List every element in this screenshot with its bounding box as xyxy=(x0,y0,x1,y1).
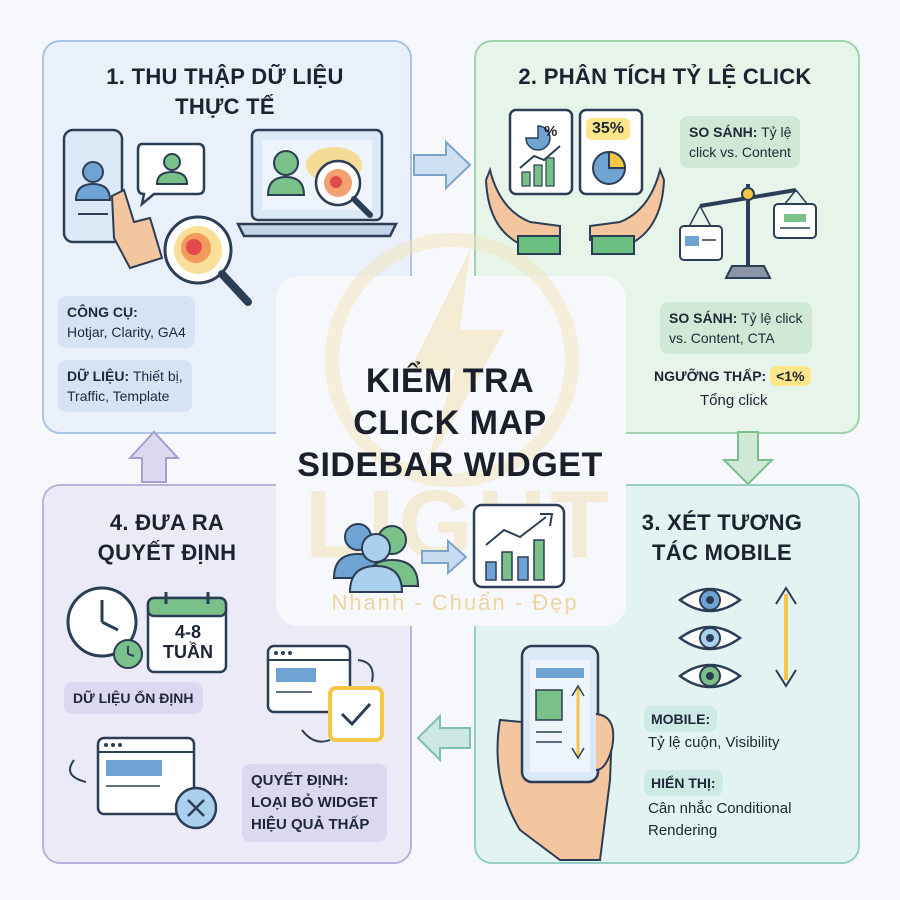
step4-decision-line2: LOẠI BỎ WIDGET xyxy=(251,794,378,811)
heatmap-magnifier-icon xyxy=(163,215,252,306)
center-title-line2: CLICK MAP xyxy=(353,404,547,442)
step4-decision-line3: HIỆU QUẢ THẤP xyxy=(251,816,370,833)
clock-icon xyxy=(66,586,143,669)
eye-icon-2 xyxy=(677,625,743,651)
percent-icon-text: % xyxy=(544,123,557,140)
step1-tools-tag: CÔNG CỤ: Hotjar, Clarity, GA4 xyxy=(58,296,195,348)
arrow-right-icon xyxy=(421,538,468,576)
step2-compare2-tag: SO SÁNH: Tỷ lệ click vs. Content, CTA xyxy=(660,302,812,354)
step1-tools-label: CÔNG CỤ: xyxy=(67,304,138,320)
users-icon xyxy=(332,523,420,593)
calendar-line1: 4-8 xyxy=(174,622,201,642)
step1-tools-value: Hotjar, Clarity, GA4 xyxy=(67,324,186,340)
step2-compare2-label: SO SÁNH: xyxy=(669,310,738,326)
step4-decision-tag: QUYẾT ĐỊNH: LOẠI BỎ WIDGET HIỆU QUẢ THẤP xyxy=(242,764,387,842)
step3-mobile-label-tag: MOBILE: xyxy=(644,706,718,732)
calendar-text: 4-8 TUẦN xyxy=(152,622,224,662)
step3-display-label-tag: HIỂN THỊ: xyxy=(644,770,723,796)
watermark-slogan: Nhanh - Chuẩn - Đẹp xyxy=(331,590,579,615)
step3-mobile-label: MOBILE: xyxy=(651,711,711,727)
step3-display-label: HIỂN THỊ: xyxy=(651,775,716,791)
step3-title-line2: TÁC MOBILE xyxy=(652,540,792,565)
percent-badge: 35% xyxy=(586,118,631,140)
phone-icon xyxy=(62,128,124,244)
step3-display-value2: Rendering xyxy=(648,822,718,839)
step3-title-line1: 3. XÉT TƯƠNG xyxy=(641,510,803,535)
step3-mobile-value: Tỷ lệ cuộn, Visibility xyxy=(648,734,780,751)
balance-scale-icon xyxy=(679,184,817,279)
step1-data-value2: Traffic, Template xyxy=(67,388,170,404)
calendar-line2: TUẦN xyxy=(163,642,213,662)
step1-title: 1. THU THẬP DỮ LIỆU THỰC TẾ xyxy=(60,62,390,122)
step2-threshold-sub: Tổng click xyxy=(700,392,768,409)
step3-title: 3. XÉT TƯƠNG TÁC MOBILE xyxy=(600,508,844,568)
center-title: KIỂM TRA CLICK MAP SIDEBAR WIDGET xyxy=(290,360,610,486)
step1-title-line2: THỰC TẾ xyxy=(175,94,275,119)
step4-title-line1: 4. ĐƯA RA xyxy=(109,510,225,535)
step1-data-label: DỮ LIỆU: xyxy=(67,368,130,384)
pointing-hand-icon xyxy=(110,188,164,270)
step1-title-line1: 1. THU THẬP DỮ LIỆU xyxy=(106,64,344,89)
step2-compare1-label: SO SÁNH: xyxy=(689,124,758,140)
browser-remove-icon xyxy=(69,736,218,830)
step1-data-tag: DỮ LIỆU: Thiết bị, Traffic, Template xyxy=(58,360,192,412)
eye-icon-1 xyxy=(677,587,743,613)
step2-compare1-value1: Tỷ lệ xyxy=(761,124,792,140)
step1-data-value1: Thiết bị, xyxy=(132,368,183,384)
step4-decision-line1: QUYẾT ĐỊNH: xyxy=(251,772,349,789)
step3-display-value1: Cân nhắc Conditional xyxy=(648,800,792,817)
chart-card-icon xyxy=(472,503,566,589)
step3-display-value: Cân nhắc Conditional Rendering xyxy=(648,798,791,842)
step2-threshold-label: NGƯỠNG THẤP: xyxy=(654,368,767,384)
step2-compare1-tag: SO SÁNH: Tỷ lệ click vs. Content xyxy=(680,116,801,168)
step2-title: 2. PHÂN TÍCH TỶ LỆ CLICK xyxy=(518,64,812,89)
eye-icon-3 xyxy=(677,663,743,689)
step2-compare2-value1: Tỷ lệ click xyxy=(741,310,803,326)
laptop-icon xyxy=(235,128,399,238)
step4-title-line2: QUYẾT ĐỊNH xyxy=(97,540,237,565)
calendar-icon xyxy=(146,592,228,674)
hand-phone-icon xyxy=(496,644,615,861)
step4-stable-tag: DỮ LIỆU ỔN ĐỊNH xyxy=(64,682,203,714)
step4-title: 4. ĐƯA RA QUYẾT ĐỊNH xyxy=(62,508,272,568)
step2-compare1-value2: click vs. Content xyxy=(689,144,791,160)
center-title-line3: SIDEBAR WIDGET xyxy=(297,446,603,484)
step2-compare2-value2: vs. Content, CTA xyxy=(669,330,775,346)
vertical-scroll-arrow-icon xyxy=(775,586,797,688)
report-card-icon: % xyxy=(508,108,574,196)
chat-bubble-user-icon xyxy=(136,142,206,208)
hands-icon xyxy=(484,166,666,255)
center-title-line1: KIỂM TRA xyxy=(365,362,535,400)
step2-threshold: NGƯỠNG THẤP: <1% xyxy=(654,366,811,386)
step2-threshold-value: <1% xyxy=(770,366,811,386)
browser-check-icon xyxy=(266,644,384,743)
